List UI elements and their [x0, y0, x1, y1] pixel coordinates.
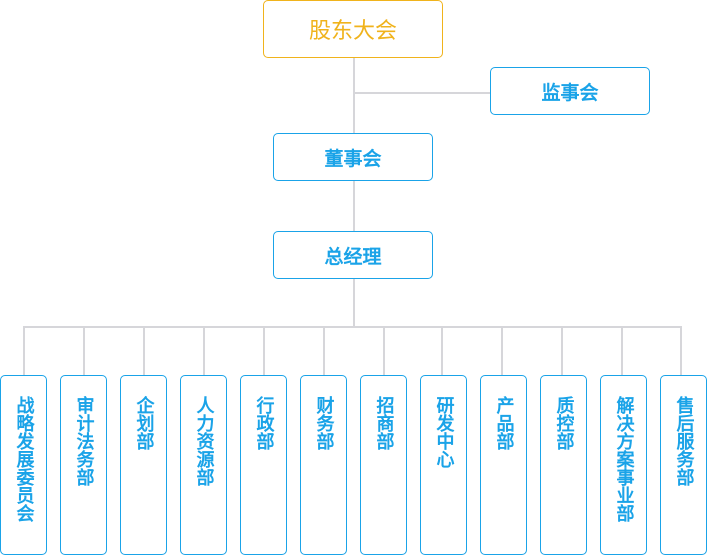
- connector-department-bus: [23, 326, 682, 328]
- connector-branch: [501, 327, 503, 375]
- dept-label: 招商部: [373, 396, 395, 450]
- dept-quality-control: 质控部: [540, 375, 587, 555]
- connector-branch: [441, 327, 443, 375]
- dept-investment-promotion: 招商部: [360, 375, 407, 555]
- dept-after-sales: 售后服务部: [660, 375, 707, 555]
- dept-planning: 企划部: [120, 375, 167, 555]
- dept-finance: 财务部: [300, 375, 347, 555]
- node-board-of-directors: 董事会: [273, 133, 433, 181]
- node-label: 总经理: [324, 245, 382, 268]
- dept-label: 审计法务部: [73, 396, 95, 486]
- node-label: 董事会: [324, 147, 382, 170]
- dept-label: 人力资源部: [193, 396, 215, 486]
- connector-branch: [83, 327, 85, 375]
- connector-branch: [383, 327, 385, 375]
- dept-label: 战略发展委员会: [13, 396, 35, 522]
- dept-solutions-division: 解决方案事业部: [600, 375, 647, 555]
- connector-branch: [143, 327, 145, 375]
- dept-rnd-center: 研发中心: [420, 375, 467, 555]
- connector-branch: [561, 327, 563, 375]
- connector-branch: [263, 327, 265, 375]
- dept-label: 行政部: [253, 396, 275, 450]
- dept-label: 售后服务部: [673, 396, 695, 486]
- dept-product: 产品部: [480, 375, 527, 555]
- node-supervisory-board: 监事会: [490, 67, 650, 115]
- dept-label: 研发中心: [433, 396, 455, 468]
- dept-label: 质控部: [553, 396, 575, 450]
- connector-branch: [23, 327, 25, 375]
- connector-branch: [680, 327, 682, 375]
- node-label: 监事会: [541, 81, 599, 104]
- connector-branch: [323, 327, 325, 375]
- connector-ceo-to-departments: [353, 278, 355, 328]
- dept-label: 企划部: [133, 396, 155, 450]
- dept-strategy-committee: 战略发展委员会: [0, 375, 47, 555]
- dept-human-resources: 人力资源部: [180, 375, 227, 555]
- connector-branch: [203, 327, 205, 375]
- connector-to-supervisory: [353, 92, 490, 94]
- connector-branch: [621, 327, 623, 375]
- node-general-manager: 总经理: [273, 231, 433, 279]
- dept-audit-legal: 审计法务部: [60, 375, 107, 555]
- dept-administration: 行政部: [240, 375, 287, 555]
- connector-board-to-ceo: [353, 180, 355, 231]
- node-label: 股东大会: [308, 19, 397, 44]
- connector-top-to-board: [353, 57, 355, 133]
- node-shareholders-meeting: 股东大会: [263, 0, 443, 58]
- dept-label: 解决方案事业部: [613, 396, 635, 522]
- dept-label: 财务部: [313, 396, 335, 450]
- dept-label: 产品部: [493, 396, 515, 450]
